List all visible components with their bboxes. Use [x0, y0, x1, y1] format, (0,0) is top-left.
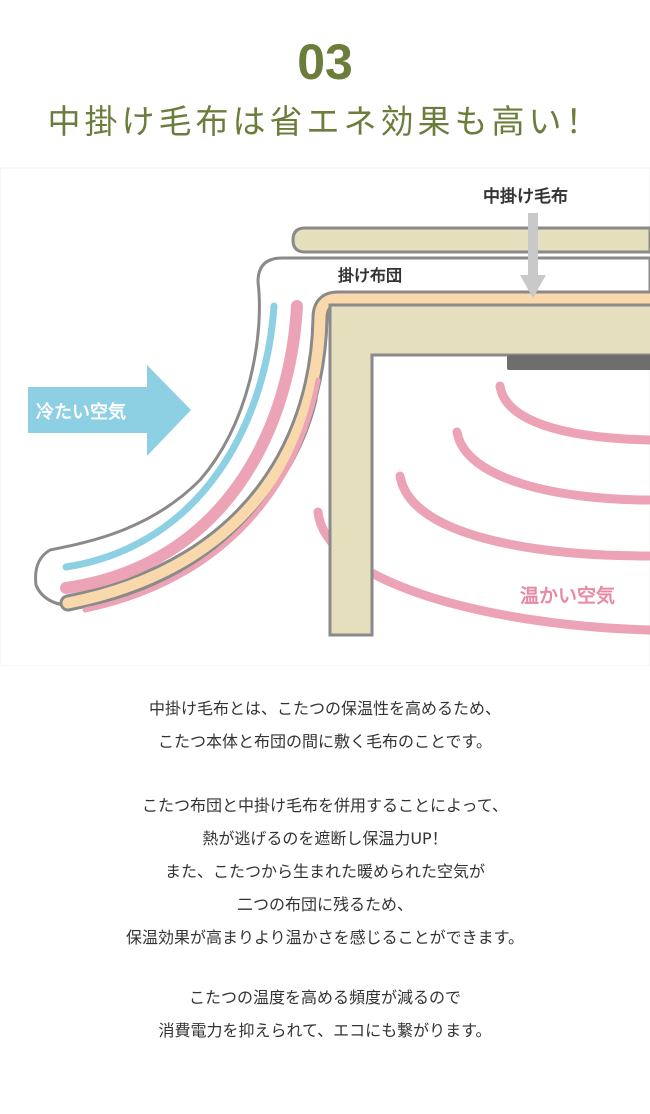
arrow-down-head: [520, 275, 546, 298]
cold-layer-line: [62, 302, 278, 571]
blanket-warm-line: [82, 377, 321, 613]
section-number: 03: [297, 34, 353, 90]
comforter-label: 掛け布団: [338, 266, 402, 285]
warm-wave: [452, 427, 650, 505]
section-title: 中掛け毛布は省エネ効果も高い！: [47, 102, 603, 141]
text-line: 熱が逃げるのを遮断し保温力UP！: [202, 829, 448, 848]
text-line: 消費電力を抑えられて、エコにも繋がります。: [158, 1021, 492, 1040]
middle-blanket-label: 中掛け毛布: [483, 186, 568, 207]
arrow-down-icon: [528, 213, 538, 275]
warm-air-label: 温かい空気: [520, 584, 615, 607]
cold-air-arrow-head: [147, 365, 191, 456]
text-line: こたつの温度を高める頻度が減るので: [188, 988, 461, 1007]
table-frame: [328, 303, 650, 637]
text-line: また、こたつから生まれた暖められた空気が: [164, 862, 485, 881]
text-line: こたつ布団と中掛け毛布を併用することによって、: [142, 796, 508, 815]
kotatsu-diagram: 冷たい空気 中掛け毛布 掛け布団 温かい空気: [0, 167, 650, 666]
cold-air-arrow-icon: [28, 387, 150, 433]
text-line: 中掛け毛布とは、こたつの保温性を高めるため、: [148, 699, 501, 718]
text-line: こたつ本体と布団の間に敷く毛布のことです。: [158, 732, 492, 751]
warm-wave: [395, 471, 650, 561]
text-line: 二つの布団に残るため、: [236, 895, 413, 914]
warm-wave: [495, 381, 650, 445]
paragraph-2: こたつ布団と中掛け毛布を併用することによって、 熱が逃げるのを遮断し保温力UP！…: [0, 789, 650, 954]
tabletop: [291, 226, 650, 254]
warm-layer-line: [60, 300, 303, 594]
text-line: 保温効果が高まりより温かさを感じることができます。: [125, 928, 525, 947]
middle-blanket: [62, 293, 650, 609]
paragraph-3: こたつの温度を高める頻度が減るので 消費電力を抑えられて、エコにも繋がります。: [0, 981, 650, 1047]
paragraph-1: 中掛け毛布とは、こたつの保温性を高めるため、 こたつ本体と布団の間に敷く毛布のこ…: [0, 692, 650, 758]
cold-air-label: 冷たい空気: [36, 401, 126, 423]
heater: [507, 355, 650, 370]
